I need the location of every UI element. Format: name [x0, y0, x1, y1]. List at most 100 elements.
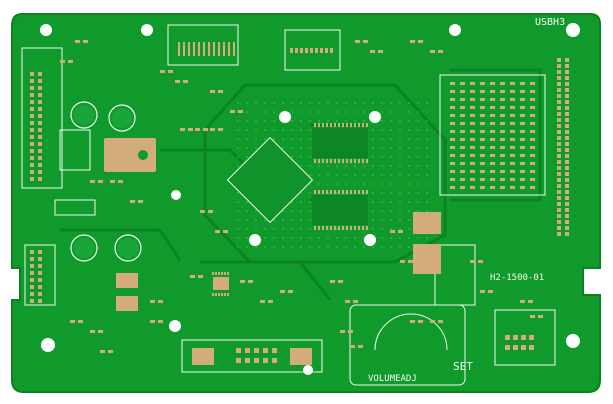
copper-pad: [354, 226, 356, 230]
copper-pad: [30, 135, 34, 139]
copper-pad: [263, 358, 268, 363]
copper-pad: [418, 40, 423, 43]
copper-pad: [520, 130, 525, 133]
copper-pad: [168, 70, 173, 73]
copper-pad: [521, 345, 526, 350]
copper-pad: [38, 142, 42, 146]
copper-pad: [338, 159, 340, 163]
copper-pad: [350, 345, 355, 348]
copper-pad: [322, 159, 324, 163]
copper-pad: [490, 114, 495, 117]
copper-pad: [557, 232, 561, 236]
copper-pad: [505, 335, 510, 340]
copper-pad: [557, 100, 561, 104]
copper-pad: [480, 82, 485, 85]
copper-pad: [362, 190, 364, 194]
copper-pad: [510, 114, 515, 117]
copper-pad: [150, 300, 155, 303]
copper-pad: [500, 106, 505, 109]
copper-pad: [557, 202, 561, 206]
copper-pad: [520, 170, 525, 173]
copper-pad: [530, 122, 535, 125]
copper-pad: [565, 136, 569, 140]
copper-pad: [195, 128, 200, 131]
copper-pad: [212, 293, 214, 296]
copper-pad: [565, 124, 569, 128]
copper-pad: [366, 190, 368, 194]
copper-pad: [418, 320, 423, 323]
copper-pad: [520, 146, 525, 149]
copper-pad: [358, 226, 360, 230]
copper-pad: [158, 300, 163, 303]
copper-pad: [557, 184, 561, 188]
copper-pad: [350, 159, 352, 163]
copper-pad: [272, 358, 277, 363]
copper-pad: [138, 200, 143, 203]
copper-pad: [30, 170, 34, 174]
copper-pad: [450, 138, 455, 141]
copper-pad: [348, 330, 353, 333]
copper-pad: [490, 122, 495, 125]
copper-pad: [557, 208, 561, 212]
copper-pad: [340, 330, 345, 333]
copper-pad: [520, 90, 525, 93]
copper-pad: [460, 98, 465, 101]
copper-pad: [565, 58, 569, 62]
copper-pad: [480, 114, 485, 117]
copper-pad: [470, 154, 475, 157]
copper-pad: [565, 94, 569, 98]
copper-pad: [450, 178, 455, 181]
copper-pad: [320, 48, 323, 53]
copper-pad: [345, 300, 350, 303]
copper-pad: [460, 130, 465, 133]
copper-pad: [510, 146, 515, 149]
copper-pad: [245, 358, 250, 363]
copper-pads-large: [104, 138, 441, 365]
copper-pad: [30, 86, 34, 90]
copper-pad: [450, 130, 455, 133]
copper-pad: [263, 348, 268, 353]
smd-pads: [60, 40, 543, 353]
copper-pad: [310, 48, 313, 53]
copper-pad: [520, 106, 525, 109]
copper-pad: [38, 72, 42, 76]
copper-pad: [90, 180, 95, 183]
copper-pad: [38, 79, 42, 83]
copper-pad: [218, 90, 223, 93]
copper-pad: [500, 170, 505, 173]
copper-pad: [326, 159, 328, 163]
model-label: H2-1500-01: [490, 273, 544, 283]
copper-pad: [38, 156, 42, 160]
copper-pad: [538, 315, 543, 318]
copper-pad: [366, 159, 368, 163]
copper-pad: [208, 42, 210, 56]
copper-pad: [38, 250, 42, 254]
copper-pad: [210, 128, 215, 131]
copper-pad: [490, 178, 495, 181]
copper-pad: [557, 94, 561, 98]
copper-pad: [500, 98, 505, 101]
copper-pad: [565, 172, 569, 176]
copper-pad: [30, 250, 34, 254]
copper-pad: [30, 278, 34, 282]
copper-pad: [490, 186, 495, 189]
copper-pad: [557, 172, 561, 176]
copper-pad: [565, 202, 569, 206]
copper-pad: [528, 300, 533, 303]
copper-pad: [188, 128, 193, 131]
copper-pad: [30, 163, 34, 167]
copper-pad: [38, 149, 42, 153]
copper-pad: [38, 177, 42, 181]
copper-pad: [268, 300, 273, 303]
copper-pad: [513, 345, 518, 350]
copper-pad: [510, 162, 515, 165]
copper-pad: [346, 123, 348, 127]
copper-pad: [342, 159, 344, 163]
copper-pad: [354, 190, 356, 194]
copper-pad: [38, 135, 42, 139]
copper-pad: [353, 300, 358, 303]
copper-pad: [530, 162, 535, 165]
copper-pad: [221, 272, 223, 275]
copper-pad: [565, 82, 569, 86]
